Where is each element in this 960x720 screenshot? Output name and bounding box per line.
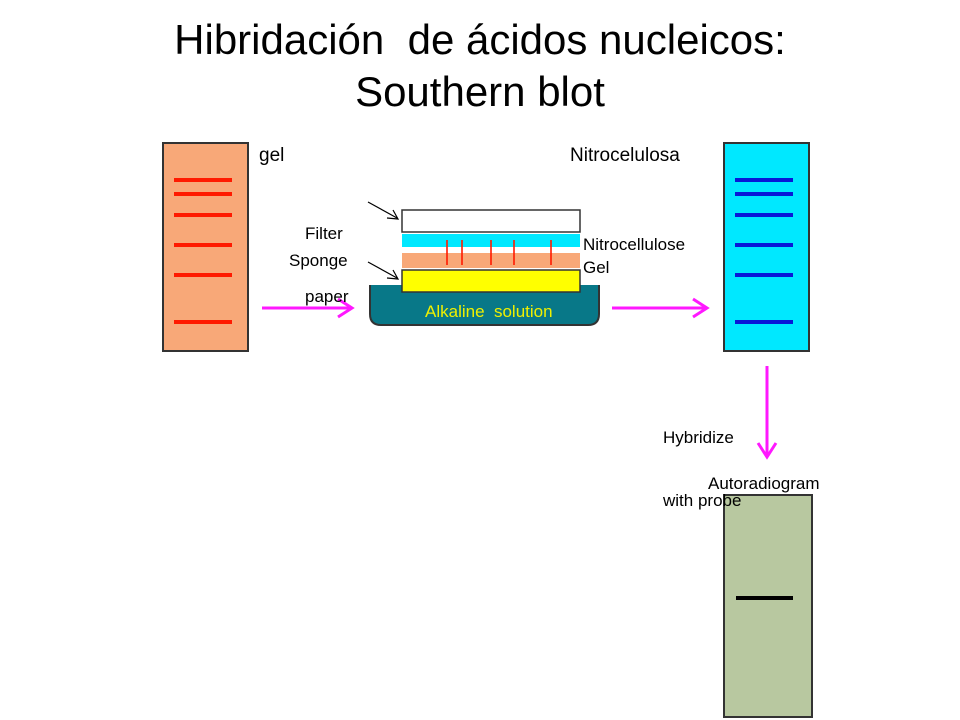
transfer-arrow-left — [262, 297, 355, 319]
transfer-arrow-right — [612, 297, 710, 319]
sponge-layer — [401, 269, 581, 293]
gel-label: gel — [259, 145, 285, 166]
gel-layer-label: Gel — [583, 258, 610, 277]
autoradiogram-panel — [723, 494, 813, 718]
nitrocellulose-panel — [723, 142, 810, 352]
title-line-2: Southern blot — [355, 68, 605, 115]
blot-apparatus — [367, 201, 600, 326]
hybridize-label: Hybridize with probe — [663, 385, 741, 532]
alkaline-tray — [369, 285, 600, 326]
hybridize-arrow — [756, 366, 778, 460]
gel-panel — [162, 142, 249, 352]
filter-paper-label-line2: paper — [305, 287, 349, 306]
nitrocellulose-label: Nitrocellulose — [583, 235, 686, 254]
page-title: Hibridación de ácidos nucleicos: Souther… — [0, 14, 960, 118]
alkaline-solution-label: Alkaline solution — [425, 302, 553, 321]
hybridize-label-line2: with probe — [663, 491, 742, 510]
autoradiogram-label: Autoradiogram — [708, 474, 820, 493]
sponge-label: Sponge — [289, 251, 348, 270]
filter-paper-label: Filter paper — [305, 181, 348, 328]
filter-paper-label-line1: Filter — [305, 224, 343, 243]
filter-paper-layer — [401, 209, 581, 233]
hybridize-label-line1: Hybridize — [663, 428, 734, 447]
title-line-1: Hibridación de ácidos nucleicos: — [174, 16, 786, 63]
nitrocelulosa-label: Nitrocelulosa — [570, 145, 680, 166]
